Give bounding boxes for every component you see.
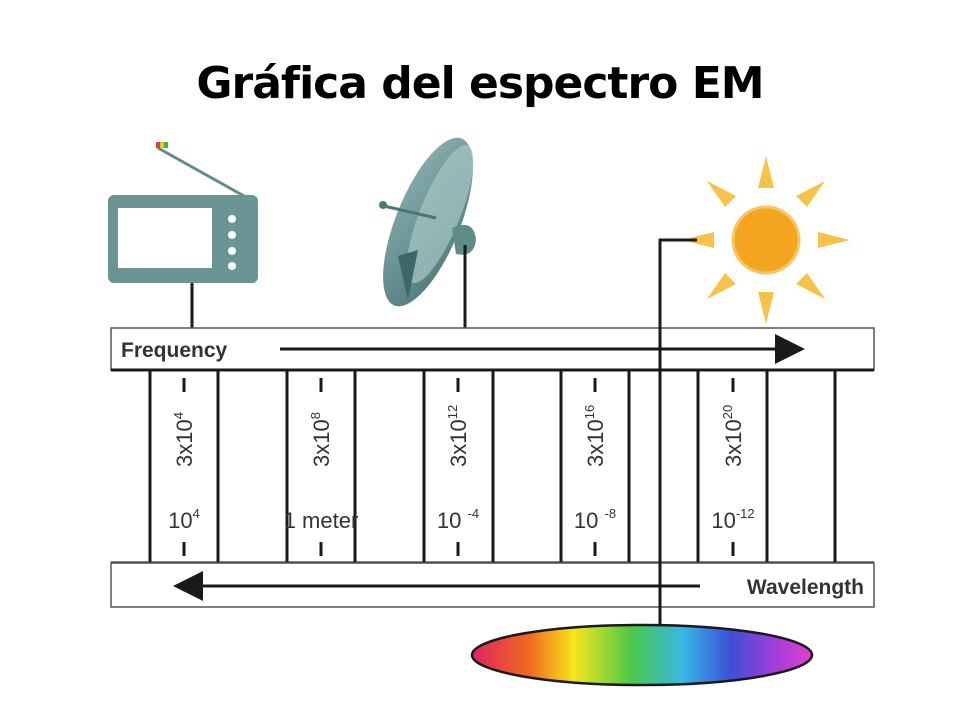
- frequency-values: 3x104 3x108 3x1012 3x1016 3x1020: [171, 405, 746, 467]
- frequency-value: 3x1012: [445, 405, 471, 467]
- satellite-dish-icon: [379, 137, 476, 328]
- frequency-value: 3x1016: [582, 405, 608, 467]
- sun-icon: [682, 156, 850, 324]
- wavelength-value: 10 -4: [437, 506, 479, 533]
- frequency-label: Frequency: [121, 339, 228, 362]
- wavelength-value: 10-12: [711, 506, 754, 533]
- frequency-value: 3x1020: [720, 405, 746, 467]
- wavelength-value: 10 -8: [574, 506, 616, 533]
- frequency-value: 3x104: [171, 412, 197, 467]
- visible-light-connector: [658, 238, 697, 626]
- scale-dividers: [148, 370, 837, 563]
- frequency-value: 3x108: [308, 412, 334, 467]
- wavelength-values: 104 1 meter 10 -4 10 -8 10-12: [168, 506, 755, 533]
- scale-ticks: [182, 378, 735, 556]
- wavelength-value: 104: [168, 506, 200, 533]
- frequency-band: Frequency: [110, 327, 875, 371]
- visible-spectrum-icon: [470, 623, 814, 687]
- wavelength-label: Wavelength: [747, 576, 864, 599]
- slide-title: Gráfica del espectro EM: [196, 58, 764, 109]
- wavelength-value: 1 meter: [284, 508, 359, 533]
- wavelength-band: Wavelength: [110, 562, 875, 608]
- radio-icon: [108, 142, 258, 328]
